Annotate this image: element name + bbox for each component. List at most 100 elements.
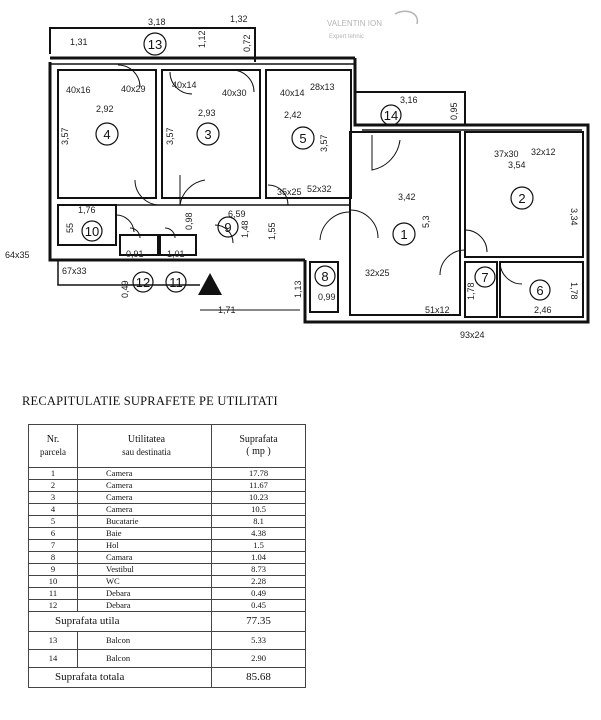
room-label-1: 1 — [400, 227, 407, 242]
row-nr: 9 — [28, 563, 78, 576]
row-nr: 3 — [28, 491, 78, 504]
room-2-wall — [464, 131, 584, 258]
room-4-wall — [57, 69, 157, 199]
row-area: 5.33 — [211, 631, 306, 650]
dim-label: 1,31 — [70, 37, 88, 47]
row-destination: Debara — [77, 587, 212, 600]
dim-label: 51x12 — [425, 305, 450, 315]
recap-title: RECAPITULATIE SUPRAFETE PE UTILITATI — [22, 394, 278, 408]
dim-label: 0,91 — [126, 249, 144, 259]
row-area: 8.73 — [211, 563, 306, 576]
svg-text:Expert tehnic: Expert tehnic — [329, 34, 364, 40]
row-area: 10.5 — [211, 503, 306, 516]
dim-label: 67x33 — [62, 266, 87, 276]
row-area: 11.67 — [211, 479, 306, 492]
dim-label: 1,13 — [293, 280, 303, 298]
dim-label: 32x12 — [531, 147, 556, 157]
surface-table: Nr. parcela Utilitatea sau destinatia Su… — [28, 424, 306, 688]
dim-label: 0,95 — [449, 102, 459, 120]
col-area: Suprafata ( mp ) — [211, 424, 306, 468]
row-destination: Camera — [77, 467, 212, 480]
dim-label: 2,42 — [284, 110, 302, 120]
dim-label: 1,76 — [78, 205, 96, 215]
dim-label: 35x25 — [277, 187, 302, 197]
dim-label: 0,99 — [318, 292, 336, 302]
row-nr: 6 — [28, 527, 78, 540]
row-area: 4.38 — [211, 527, 306, 540]
row-area: 0.45 — [211, 599, 306, 612]
dim-label: 2,92 — [96, 104, 114, 114]
row-destination: Balcon — [77, 649, 212, 668]
dim-label: 3,18 — [148, 17, 166, 27]
dim-label: 0,98 — [184, 212, 194, 230]
row-nr: 2 — [28, 479, 78, 492]
balcony-14-outline — [355, 91, 466, 125]
row-area: 1.5 — [211, 539, 306, 552]
dim-label: 1,78 — [466, 282, 476, 300]
dim-label: 40x29 — [121, 84, 146, 94]
table-header: Nr. parcela Utilitatea sau destinatia Su… — [28, 424, 306, 468]
room-5-wall — [265, 69, 352, 199]
row-area: 0.49 — [211, 587, 306, 600]
row-destination: Camera — [77, 503, 212, 516]
dim-label: 2,93 — [198, 108, 216, 118]
row-destination: Bucatarie — [77, 515, 212, 528]
dim-label: 6,59 — [228, 209, 246, 219]
room-label-2: 2 — [518, 191, 525, 206]
row-nr: 11 — [28, 587, 78, 600]
dim-label: 28x13 — [310, 82, 335, 92]
dim-label: 40x16 — [66, 85, 91, 95]
room-label-8: 8 — [321, 269, 328, 284]
outer-wall-right — [303, 58, 590, 324]
dim-label: 64x35 — [5, 250, 30, 260]
dim-label: 3,34 — [569, 208, 579, 226]
row-destination: Vestibul — [77, 563, 212, 576]
row-nr: 12 — [28, 599, 78, 612]
room-label-7: 7 — [481, 270, 488, 285]
room-label-10: 10 — [85, 224, 99, 239]
dim-label: 93x24 — [460, 330, 485, 340]
row-destination: Camera — [77, 491, 212, 504]
row-area: 2.28 — [211, 575, 306, 588]
row-nr: 7 — [28, 539, 78, 552]
dim-label: 3,42 — [398, 192, 416, 202]
dim-label: 52x32 — [307, 184, 332, 194]
row-area: 10.23 — [211, 491, 306, 504]
room-10-wall — [57, 204, 117, 246]
dim-label: 0,72 — [242, 34, 252, 52]
dim-label: 0,49 — [120, 280, 130, 298]
row-nr: 13 — [28, 631, 78, 650]
dim-label: 1,32 — [230, 14, 248, 24]
balcony-13-outline — [49, 27, 256, 62]
room-label-4: 4 — [103, 127, 110, 142]
util-total-row: Suprafata utila 77.35 — [28, 611, 306, 632]
dim-label: 5,3 — [421, 215, 431, 228]
dim-label: 3,57 — [319, 134, 329, 152]
dim-label: 40x30 — [222, 88, 247, 98]
row-nr: 1 — [28, 467, 78, 480]
room-label-11: 11 — [169, 275, 183, 290]
row-destination: Camara — [77, 551, 212, 564]
dim-label: 3,57 — [60, 127, 70, 145]
row-destination: Balcon — [77, 631, 212, 650]
dim-label: 32x25 — [365, 268, 390, 278]
dim-label: 40x14 — [280, 88, 305, 98]
room-11-wall — [159, 234, 197, 256]
floor-plan: 4 3 5 1 2 6 7 8 9 10 11 12 13 14 3,18 1,… — [5, 14, 590, 340]
row-area: 17.78 — [211, 467, 306, 480]
row-area: 2.90 — [211, 649, 306, 668]
dim-label: 1,01 — [167, 249, 185, 259]
dim-label: 2,46 — [534, 305, 552, 315]
dim-label: 3,16 — [400, 95, 418, 105]
room-6-wall — [499, 261, 584, 318]
room-label-13: 13 — [148, 37, 162, 52]
row-area: 8.1 — [211, 515, 306, 528]
row-nr: 8 — [28, 551, 78, 564]
